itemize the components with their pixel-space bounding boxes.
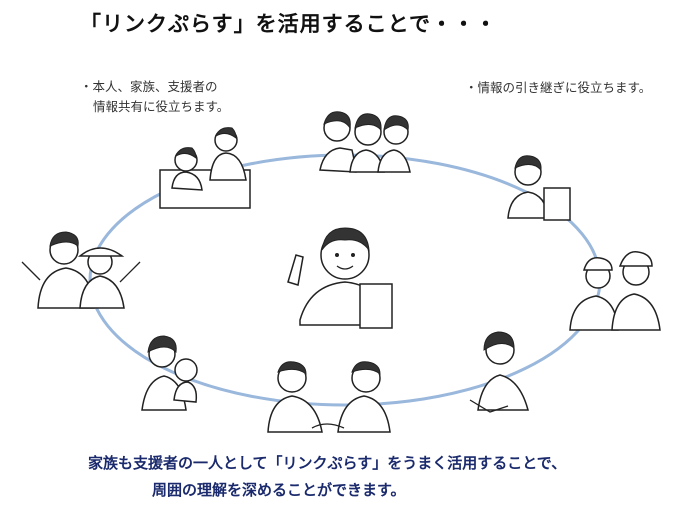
- page-title: 「リンクぷらす」を活用することで・・・: [80, 12, 497, 36]
- handshake-illustration: [267, 361, 391, 433]
- bottom-message-line2: 周囲の理解を深めることができます。: [152, 481, 406, 499]
- support-meeting-illustration: [159, 127, 251, 209]
- elder-with-paper-illustration: [507, 155, 571, 221]
- bottom-message: 家族も支援者の一人として「リンクぷらす」をうまく活用することで、 周囲の理解を深…: [88, 450, 688, 504]
- note-left-line2: 情報共有に役立ちます。: [93, 99, 230, 114]
- mother-with-baby-illustration: [141, 335, 198, 411]
- note-right-line1: ・情報の引き継ぎに役立ちます。: [465, 80, 652, 95]
- bottom-message-line1: 家族も支援者の一人として「リンクぷらす」をうまく活用することで、: [88, 454, 567, 472]
- center-person-illustration: [287, 227, 393, 329]
- woman-illustration: [469, 331, 529, 413]
- note-left: ・本人、家族、支援者の 情報共有に役立ちます。: [80, 77, 229, 117]
- note-left-line1: ・本人、家族、支援者の: [80, 79, 218, 94]
- workers-illustration: [569, 251, 661, 331]
- couple-waving-illustration: [21, 231, 141, 309]
- family-group-illustration: [319, 111, 411, 173]
- note-right: ・情報の引き継ぎに役立ちます。: [465, 78, 651, 98]
